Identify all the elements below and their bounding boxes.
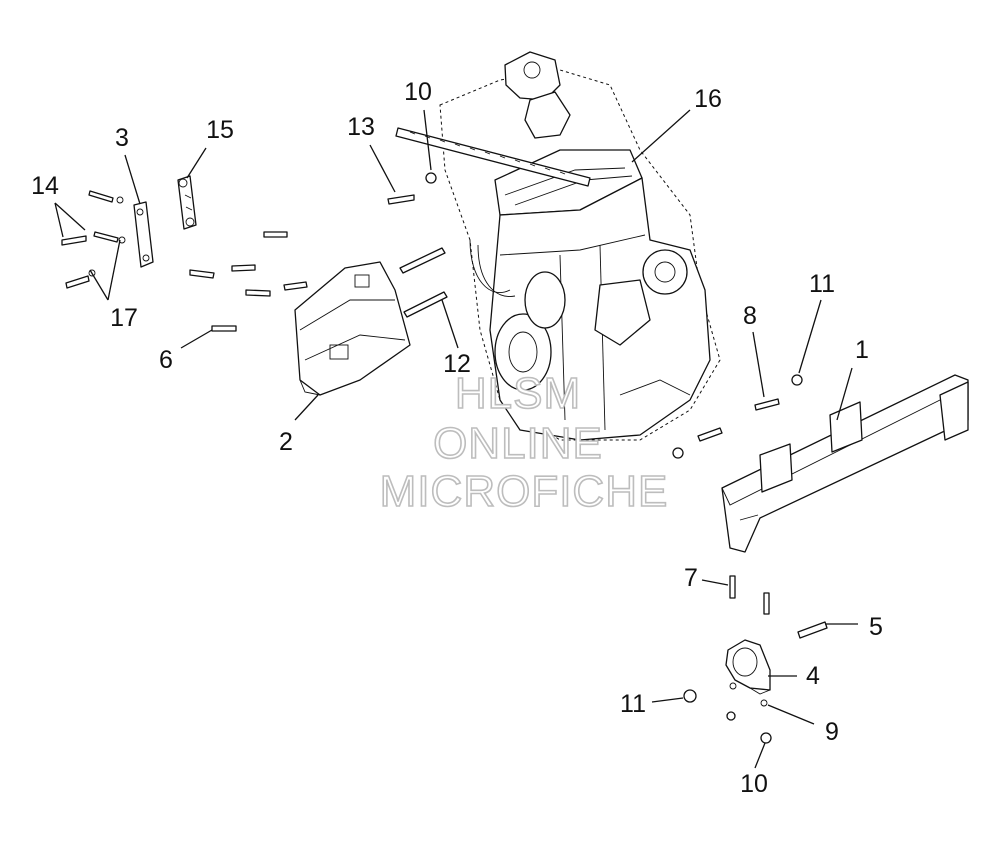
link-15 bbox=[177, 175, 197, 230]
bolt-frame-b bbox=[697, 427, 723, 442]
watermark-line-3: MICROFICHE bbox=[380, 467, 669, 516]
nut-11-right bbox=[791, 374, 803, 386]
bolt-7 bbox=[729, 575, 736, 599]
callout-10-top: 10 bbox=[404, 78, 432, 106]
callout-13: 13 bbox=[347, 113, 375, 141]
nut-10-top bbox=[425, 172, 437, 184]
watermark-line-2: ONLINE bbox=[433, 419, 603, 468]
watermark-line-1: HLSM bbox=[455, 369, 581, 418]
callout-2: 2 bbox=[279, 428, 293, 456]
nut-lower-a bbox=[726, 711, 736, 721]
bolt-5 bbox=[797, 621, 828, 639]
bolts-left-group bbox=[61, 190, 126, 289]
bolt-8 bbox=[754, 398, 780, 411]
bracket-3 bbox=[133, 201, 154, 268]
callout-1: 1 bbox=[855, 336, 869, 364]
mount-4 bbox=[725, 639, 771, 695]
callout-15: 15 bbox=[206, 116, 234, 144]
bolt-mid bbox=[763, 592, 770, 615]
nut-11-bottom bbox=[683, 689, 697, 703]
callout-16: 16 bbox=[694, 85, 722, 113]
callout-9: 9 bbox=[825, 718, 839, 746]
callout-labels: 1 2 3 4 5 6 7 8 9 10 10 11 11 12 13 14 1… bbox=[31, 78, 883, 798]
fuel-rail bbox=[395, 127, 591, 187]
nut-frame-c bbox=[672, 447, 684, 459]
watermark: HLSM ONLINE MICROFICHE bbox=[379, 368, 669, 517]
callout-4: 4 bbox=[806, 662, 820, 690]
callout-10-bottom: 10 bbox=[740, 770, 768, 798]
callout-6: 6 bbox=[159, 346, 173, 374]
nut-10-bottom bbox=[760, 732, 772, 744]
engine-mount-2 bbox=[294, 261, 411, 396]
bolt-13 bbox=[387, 194, 415, 205]
callout-14: 14 bbox=[31, 172, 59, 200]
bolts-12 bbox=[399, 247, 448, 318]
callout-11-bottom: 11 bbox=[620, 690, 646, 718]
callout-12: 12 bbox=[443, 350, 471, 378]
callout-5: 5 bbox=[869, 613, 883, 641]
engine-assembly bbox=[439, 51, 721, 441]
leader-lines bbox=[54, 109, 858, 769]
bolts-mount-group bbox=[189, 231, 308, 332]
washer-a bbox=[729, 682, 737, 690]
washer-9 bbox=[760, 699, 768, 707]
callout-17: 17 bbox=[110, 304, 138, 332]
callout-3: 3 bbox=[115, 124, 129, 152]
callout-11-right: 11 bbox=[809, 270, 835, 298]
frame-member-1 bbox=[721, 374, 969, 553]
callout-7: 7 bbox=[684, 564, 698, 592]
callout-8: 8 bbox=[743, 302, 757, 330]
